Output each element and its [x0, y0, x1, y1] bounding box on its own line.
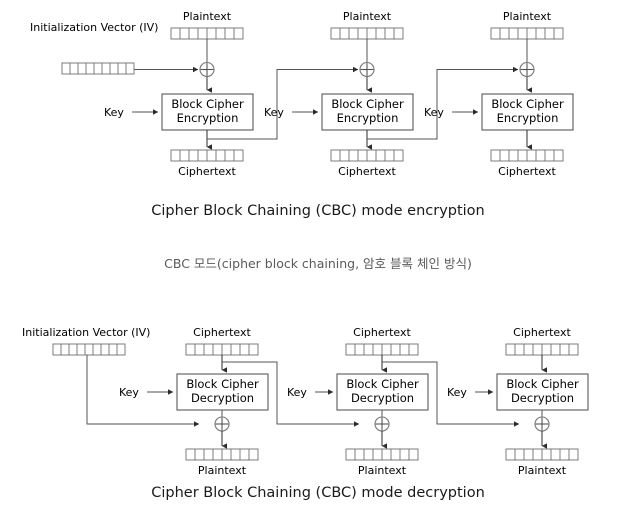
decryption-col2-input-label: Ciphertext [353, 326, 411, 339]
decryption-col1-ciphertext-block [185, 343, 259, 356]
decryption-col3-output-label: Plaintext [518, 464, 567, 477]
encryption-col3-output-label: Ciphertext [498, 165, 556, 178]
encryption-col2-chain-wire [367, 66, 519, 140]
decryption-col2-xor-icon [374, 416, 390, 432]
decryption-col1-plaintext-block [185, 448, 259, 461]
decryption-col2-cipher-label-line2: Decryption [351, 391, 414, 405]
korean-subtitle: CBC 모드(cipher block chaining, 암호 블록 체인 방… [164, 256, 472, 271]
encryption-col2-input-label: Plaintext [343, 10, 392, 23]
encryption-col3-cipher-box [481, 93, 574, 131]
encryption-iv-block [61, 62, 135, 75]
decryption-col3-ciphertext-block [505, 343, 579, 356]
decryption-section: Initialization Vector (IV) Ciphertext [22, 326, 589, 501]
encryption-col1-plaintext-block [170, 27, 244, 40]
encryption-col2-key-label: Key [264, 106, 284, 119]
encryption-col2-cipher-label-line2: Encryption [337, 111, 399, 125]
decryption-iv-block [52, 343, 126, 356]
decryption-col2-cipher-label-line1: Block Cipher [346, 377, 419, 391]
decryption-caption: Cipher Block Chaining (CBC) mode decrypt… [151, 485, 485, 501]
encryption-column-2: Plaintext Block Cipher Encryption [264, 10, 519, 178]
decryption-iv-wire [86, 355, 200, 427]
encryption-iv-label: Initialization Vector (IV) [30, 21, 158, 34]
encryption-col2-cipher-box [321, 93, 414, 131]
decryption-col1-chain-wire [222, 361, 360, 427]
decryption-col1-cipher-label-line2: Decryption [191, 391, 254, 405]
decryption-col3-xor-icon [534, 416, 550, 432]
encryption-col1-cipher-label-line1: Block Cipher [171, 97, 244, 111]
decryption-col1-input-label: Ciphertext [193, 326, 251, 339]
decryption-iv-label: Initialization Vector (IV) [22, 326, 150, 339]
encryption-col1-output-label: Ciphertext [178, 165, 236, 178]
encryption-col1-xor-icon [199, 61, 215, 78]
decryption-col2-output-label: Plaintext [358, 464, 407, 477]
encryption-col3-cipher-label-line1: Block Cipher [491, 97, 564, 111]
decryption-col1-xor-icon [214, 416, 230, 432]
encryption-col3-ciphertext-block [490, 149, 564, 162]
decryption-col3-cipher-label-line1: Block Cipher [506, 377, 579, 391]
decryption-column-2: Ciphertext Block Cipher Decryption Key [287, 326, 520, 477]
decryption-col2-cipher-box [336, 373, 429, 411]
encryption-col2-plaintext-block [330, 27, 404, 40]
decryption-col3-input-label: Ciphertext [513, 326, 571, 339]
decryption-column-1: Ciphertext Block Cipher Decryption Key [119, 326, 360, 477]
encryption-col3-plaintext-block [490, 27, 564, 40]
encryption-col3-input-label: Plaintext [503, 10, 552, 23]
encryption-col3-cipher-label-line2: Encryption [497, 111, 559, 125]
encryption-col1-ciphertext-block [170, 149, 244, 162]
decryption-col1-cipher-label-line1: Block Cipher [186, 377, 259, 391]
encryption-col1-cipher-label-line2: Encryption [177, 111, 239, 125]
decryption-col3-plaintext-block [505, 448, 579, 461]
decryption-col3-cipher-box [496, 373, 589, 411]
encryption-section: Initialization Vector (IV) Plaintext [30, 10, 574, 219]
encryption-col1-key-label: Key [104, 106, 124, 119]
decryption-col3-key-label: Key [447, 386, 467, 399]
decryption-col2-plaintext-block [345, 448, 419, 461]
encryption-col2-output-label: Ciphertext [338, 165, 396, 178]
decryption-col3-cipher-label-line2: Decryption [511, 391, 574, 405]
encryption-col1-chain-wire [207, 66, 359, 140]
decryption-col1-output-label: Plaintext [198, 464, 247, 477]
encryption-col2-ciphertext-block [330, 149, 404, 162]
decryption-col2-ciphertext-block [345, 343, 419, 356]
decryption-column-3: Ciphertext Block Cipher Decryption Key [447, 326, 589, 477]
encryption-col2-cipher-label-line1: Block Cipher [331, 97, 404, 111]
decryption-col2-chain-wire [382, 361, 520, 427]
decryption-col1-cipher-box [176, 373, 269, 411]
encryption-column-3: Plaintext Block Cipher Encryption [424, 10, 574, 178]
decryption-col1-key-label: Key [119, 386, 139, 399]
encryption-col3-key-label: Key [424, 106, 444, 119]
encryption-caption: Cipher Block Chaining (CBC) mode encrypt… [151, 203, 485, 219]
encryption-col3-xor-icon [519, 61, 535, 78]
encryption-col2-xor-icon [359, 61, 375, 78]
decryption-col2-key-label: Key [287, 386, 307, 399]
encryption-column-1: Plaintext Block Cipher Encryption [104, 10, 359, 178]
encryption-col1-input-label: Plaintext [183, 10, 232, 23]
